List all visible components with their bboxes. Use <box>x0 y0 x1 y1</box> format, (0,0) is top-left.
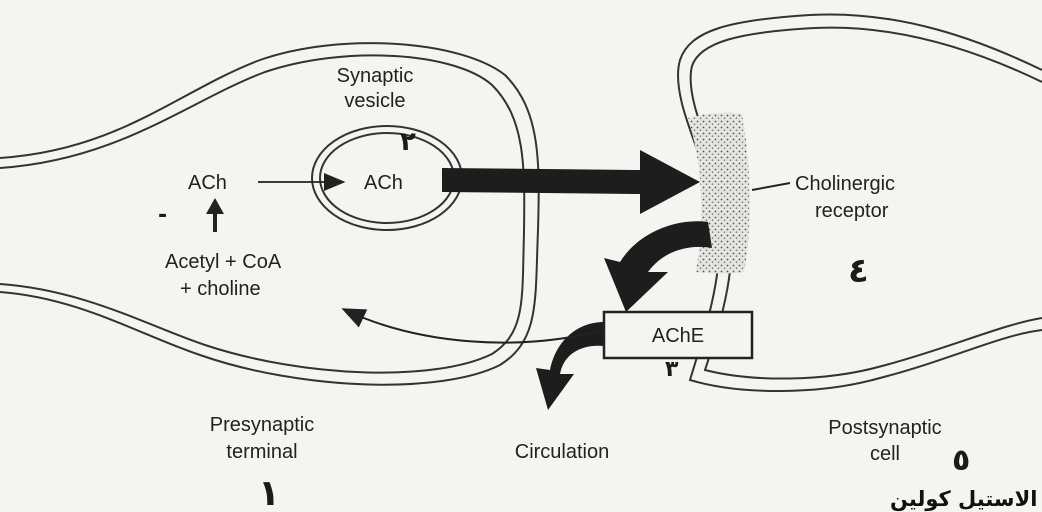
ach-outside-label: ACh <box>188 172 227 194</box>
postsynaptic-label-line1: Postsynaptic <box>828 417 941 439</box>
up-arrow <box>206 198 224 232</box>
minus-mark: - <box>158 203 167 228</box>
receptor-leader-line <box>752 183 790 190</box>
postsynaptic-label-line2: cell <box>870 443 900 465</box>
ache-mark: ٣ <box>665 357 679 382</box>
arabic-caption: بناء الناقل الكيمياوي الاستيل كولين <box>890 487 1042 512</box>
presynaptic-mark: ١ <box>258 473 280 512</box>
choline-label: + choline <box>180 278 261 300</box>
presynaptic-label-line1: Presynaptic <box>210 414 315 436</box>
vesicle-mark: ٢ <box>400 127 416 157</box>
postsynaptic-mark: ٥ <box>952 443 970 478</box>
choline-recycle-arrow <box>345 310 604 343</box>
cholinergic-receptor <box>688 113 750 274</box>
presynaptic-membrane <box>0 43 539 385</box>
ach-inside-label: ACh <box>364 172 403 194</box>
release-arrow <box>442 150 700 214</box>
receptor-mark: ٤ <box>848 251 869 291</box>
vesicle-label-line1: Synaptic <box>337 65 414 87</box>
receptor-to-ache-arrow <box>604 221 712 312</box>
ache-label: AChE <box>652 325 704 347</box>
vesicle-label-line2: vesicle <box>344 90 405 112</box>
cholinergic-label-line1: Cholinergic <box>795 173 895 195</box>
cholinergic-label-line2: receptor <box>815 200 889 222</box>
circulation-label: Circulation <box>515 441 609 463</box>
acetyl-coa-label: Acetyl + CoA <box>165 251 282 273</box>
ache-to-circulation-arrow <box>536 322 604 410</box>
presynaptic-label-line2: terminal <box>226 441 297 463</box>
